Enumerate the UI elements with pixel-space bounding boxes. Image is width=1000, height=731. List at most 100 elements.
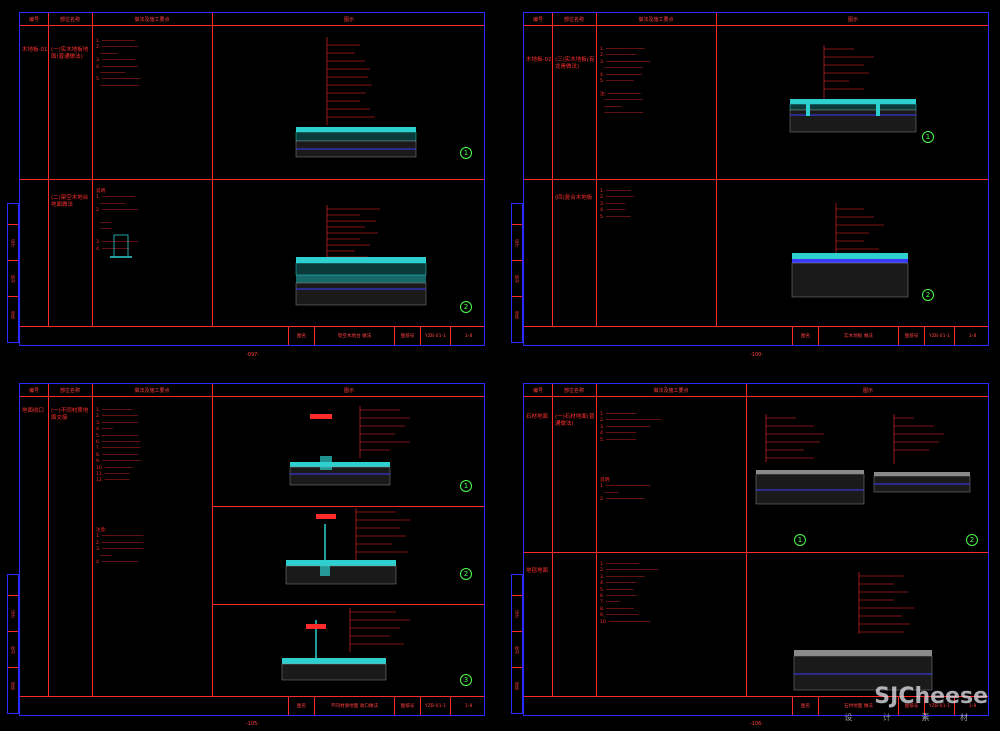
header-part: 部位名称: [59, 16, 80, 23]
section-drawings: [755, 414, 971, 691]
watermark-subtitle: 设 计 素 材: [844, 713, 982, 722]
row-code: 木地板-01: [22, 47, 48, 53]
title-block: 图名 不同材质地面 收口做法 图纸号 YZB-01-1 1-8: [20, 696, 484, 715]
col-divider: [48, 13, 49, 327]
header-part: 部位名称: [59, 387, 80, 394]
revision-sidebar: 设计 校对 审核: [7, 203, 19, 343]
sheet-2: 编号 部位名称 做法及施工要点 图示 木地板-02 (三)实木地板(有龙骨做法)…: [511, 12, 989, 346]
row-code: 地面收口: [22, 408, 45, 414]
row-code: 木地板-02: [526, 57, 552, 63]
title-drawing-no-label: 图纸号: [898, 327, 924, 345]
header-divider: [20, 396, 484, 397]
header-divider: [20, 25, 484, 26]
detail-number: 1: [922, 131, 934, 143]
col-divider: [212, 384, 213, 697]
title-block: 图名 实木地板 做法 图纸号 YZB-01-1 1-8: [524, 326, 988, 345]
side-label: 设计: [512, 595, 522, 632]
title-block: 图名 架空木地台 做法 图纸号 YZB-01-1 1-8: [20, 326, 484, 345]
side-label: 校对: [8, 631, 18, 668]
title-code: YZB-01-1: [924, 327, 954, 345]
side-label: 审核: [8, 296, 18, 333]
header-figure: 图示: [343, 16, 354, 23]
section-drawings: [110, 37, 427, 306]
row-part: (二)架空木地台地面做法: [51, 195, 89, 208]
row-part: (三)实木地板(有龙骨做法): [555, 57, 595, 70]
detail-number: 2: [460, 568, 472, 580]
header-part: 部位名称: [563, 16, 584, 23]
page-label: -106-: [750, 721, 764, 727]
col-divider: [596, 384, 597, 697]
method-notes: 1. ──────────── 2. ─────────────────── 3…: [600, 562, 659, 625]
row-part: (一)不同材质地面交接: [51, 408, 89, 421]
title-drawing-no-label: 图纸号: [394, 327, 420, 345]
floor-section-1: [789, 99, 917, 133]
title-code: YZB-01-1: [420, 327, 450, 345]
title-name-value: 架空木地台 做法: [314, 327, 394, 345]
title-page: 1-8: [450, 697, 486, 715]
header-method: 做法及施工要点: [134, 387, 170, 394]
floor-section-3: [281, 620, 387, 681]
side-label: 设计: [8, 595, 18, 632]
row-divider: [524, 179, 988, 180]
title-name-label: 图名: [792, 697, 818, 715]
side-label: 校对: [512, 260, 522, 297]
header-divider: [524, 396, 988, 397]
row-divider: [20, 179, 484, 180]
detail-number: 1: [460, 147, 472, 159]
side-label: 审核: [512, 296, 522, 333]
col-divider: [92, 384, 93, 697]
page-label: -097-: [246, 352, 260, 358]
col-divider: [552, 13, 553, 327]
header-code: 编号: [532, 387, 543, 394]
row-code: 石材地面: [526, 414, 549, 420]
title-name-label: 图名: [792, 327, 818, 345]
detail-number: 2: [922, 289, 934, 301]
watermark-logo: SJCheese: [874, 684, 988, 709]
floor-section-2: [295, 257, 427, 306]
detail-number: 2: [460, 301, 472, 313]
title-code: YZB-01-1: [924, 697, 954, 715]
header-part: 部位名称: [563, 387, 584, 394]
col-divider: [596, 13, 597, 327]
header-method: 做法及施工要点: [638, 16, 674, 23]
header-code: 编号: [532, 16, 543, 23]
method-notes: 说明: 1. ──────────────── ───── 2. ───────…: [600, 478, 651, 503]
col-divider: [552, 384, 553, 697]
revision-sidebar: 设计 校对 审核: [511, 203, 523, 343]
method-notes: 1. ─────────── 2. ───────────── 3. ─────…: [96, 408, 141, 484]
floor-section-1: [295, 127, 417, 158]
header-divider: [524, 25, 988, 26]
side-label: 校对: [512, 631, 522, 668]
row-part: (四)复合木地板: [555, 195, 593, 201]
side-label: 设计: [512, 224, 522, 261]
method-notes: 1. ───────── 2. ────────── 3. ─────── 4.…: [600, 189, 634, 220]
title-name-value: 不同材质地面 收口做法: [314, 697, 394, 715]
header-figure: 图示: [847, 16, 858, 23]
side-label: 审核: [8, 667, 18, 704]
header-code: 编号: [28, 16, 39, 23]
title-page: 1-8: [954, 697, 990, 715]
detail-number: 3: [460, 674, 472, 686]
title-drawing-no-label: 图纸号: [898, 697, 924, 715]
title-page: 1-8: [450, 327, 486, 345]
floor-section-2: [791, 253, 909, 298]
method-notes: 注意: 1. ─────────────── 2. ──────────────…: [96, 528, 144, 566]
title-name-label: 图名: [288, 697, 314, 715]
col-divider: [48, 384, 49, 697]
title-name-value: 石材地面 做法: [818, 697, 898, 715]
header-code: 编号: [28, 387, 39, 394]
sheet-1: 编号 部位名称 做法及施工要点 图示 木地板-01 (一)实木地板地面(普通做法…: [7, 12, 485, 346]
detail-clip: [110, 234, 132, 258]
side-label: 校对: [8, 260, 18, 297]
col-divider: [212, 13, 213, 327]
row-divider: [524, 552, 988, 553]
row-divider: [212, 604, 484, 605]
method-notes: 1. ─────────── 2. ──────────────────── 3…: [600, 412, 662, 443]
row-part: (一)实木地板地面(普通做法): [51, 47, 89, 60]
method-notes: 1. ──────────── 2. ───────────── ────── …: [96, 39, 141, 89]
detail-number: 1: [794, 534, 806, 546]
floor-section-3: [793, 650, 933, 691]
title-code: YZB-01-1: [420, 697, 450, 715]
col-divider: [746, 384, 747, 697]
revision-sidebar: 设计 校对 审核: [511, 574, 523, 714]
